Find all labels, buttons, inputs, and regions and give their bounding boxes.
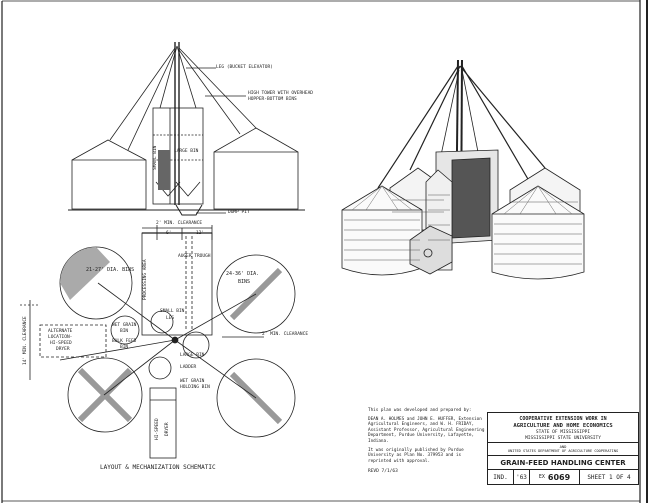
label-wet-hold-2: HOLDING BIN: [180, 385, 210, 390]
credits-p2: DEAN A. HOLMES and JOHN E. HUFFER, Exten…: [368, 416, 485, 444]
label-leg-plan: LEG: [166, 316, 175, 321]
usda-label: UNITED STATES DEPARTMENT OF AGRICULTURE …: [507, 449, 619, 453]
label-alt-3: HI-SPEED: [50, 341, 72, 346]
ind-label: IND.: [493, 473, 508, 481]
label-hispeed-dryer-1: HI-SPEED: [155, 418, 160, 440]
schematic-caption: LAYOUT & MECHANIZATION SCHEMATIC: [100, 464, 216, 471]
label-large-bin-elev: LARGE BIN: [174, 149, 199, 154]
coop-line-1: COOPERATIVE EXTENSION WORK IN: [519, 416, 607, 422]
label-bins-right-1: 24-36' DIA.: [226, 271, 260, 277]
ex-label: EX: [538, 474, 545, 480]
label-clearance-left: 14' MIN. CLEARANCE: [23, 316, 28, 365]
label-tower-bins: HOPPER-BOTTOM BINS: [248, 97, 297, 102]
label-ladder: LADDER: [180, 365, 197, 370]
dim-6ft: 6': [166, 231, 172, 236]
label-wet-grain-bin-2: BIN: [120, 329, 129, 334]
year-cell: '63: [514, 470, 530, 484]
and-label: AND: [559, 444, 567, 449]
state-line-1: STATE OF MISSISSIPPI: [535, 430, 591, 435]
drawing-title: GRAIN-FEED HANDLING CENTER: [500, 459, 626, 467]
title-block-header: COOPERATIVE EXTENSION WORK IN AGRICULTUR…: [488, 413, 638, 443]
label-alt-4: DRYER: [56, 347, 70, 352]
title-block: COOPERATIVE EXTENSION WORK IN AGRICULTUR…: [487, 412, 639, 485]
label-auger-trough: AUGER TROUGH: [178, 254, 211, 259]
label-small-bin-plan: SMALL BIN: [160, 309, 185, 314]
credits-note: This plan was developed and prepared by:…: [368, 408, 486, 467]
label-bulk-feed-1: BULK FEED: [112, 339, 137, 344]
credits-p3: It was originally published by Purdue Un…: [368, 447, 464, 464]
number-row: IND. '63 EX 6069 SHEET 1 OF 4: [488, 470, 638, 484]
label-bulk-feed-2: BIN: [120, 345, 129, 350]
label-hispeed-dryer-2: DRYER: [165, 422, 170, 436]
label-clearance-top: 2' MIN. CLEARANCE: [156, 221, 203, 226]
label-small-bin-elev: SMALL BIN: [153, 145, 158, 170]
ex-number: 6069: [547, 472, 571, 482]
usda-row: AND UNITED STATES DEPARTMENT OF AGRICULT…: [488, 443, 638, 456]
label-alt-1: ALTERNATE: [48, 329, 73, 334]
sheet-cell: SHEET 1 OF 4: [580, 470, 638, 484]
label-leg: LEG (BUCKET ELEVATOR): [216, 65, 273, 70]
label-clearance-right: 2' MIN. CLEARANCE: [262, 332, 309, 337]
label-dump-pit: DUMP PIT: [228, 210, 250, 215]
ex-cell: EX 6069: [530, 470, 580, 484]
label-bins-left: 21-27' DIA. BINS: [86, 267, 135, 273]
year-label: '63: [516, 473, 527, 481]
label-bins-right-2: BINS: [238, 279, 251, 285]
title-row: GRAIN-FEED HANDLING CENTER: [488, 456, 638, 470]
revision-date: REVD 7/1/63: [368, 469, 398, 474]
ind-cell: IND.: [488, 470, 514, 484]
sheet-label: SHEET 1 OF 4: [587, 473, 631, 481]
state-line-2: MISSISSIPPI STATE UNIVERSITY: [525, 436, 601, 441]
dim-12ft: 12': [196, 231, 205, 236]
credits-p1: This plan was developed and prepared by:: [368, 408, 472, 413]
elevation-view: [68, 42, 305, 216]
label-large-bin-plan: LARGE BIN: [180, 353, 205, 358]
coop-line-2: AGRICULTURE AND HOME ECONOMICS: [513, 423, 613, 429]
label-alt-2: LOCATION-: [48, 335, 73, 340]
label-processing-area: PROCESSING AREA: [143, 259, 148, 300]
plan-view: [20, 225, 296, 459]
label-wet-hold-1: WET GRAIN: [180, 379, 205, 384]
label-tower: HIGH TOWER WITH OVERHEAD: [248, 91, 314, 96]
perspective-view: [341, 59, 585, 280]
label-wet-grain-bin-1: WET GRAIN: [112, 323, 137, 328]
